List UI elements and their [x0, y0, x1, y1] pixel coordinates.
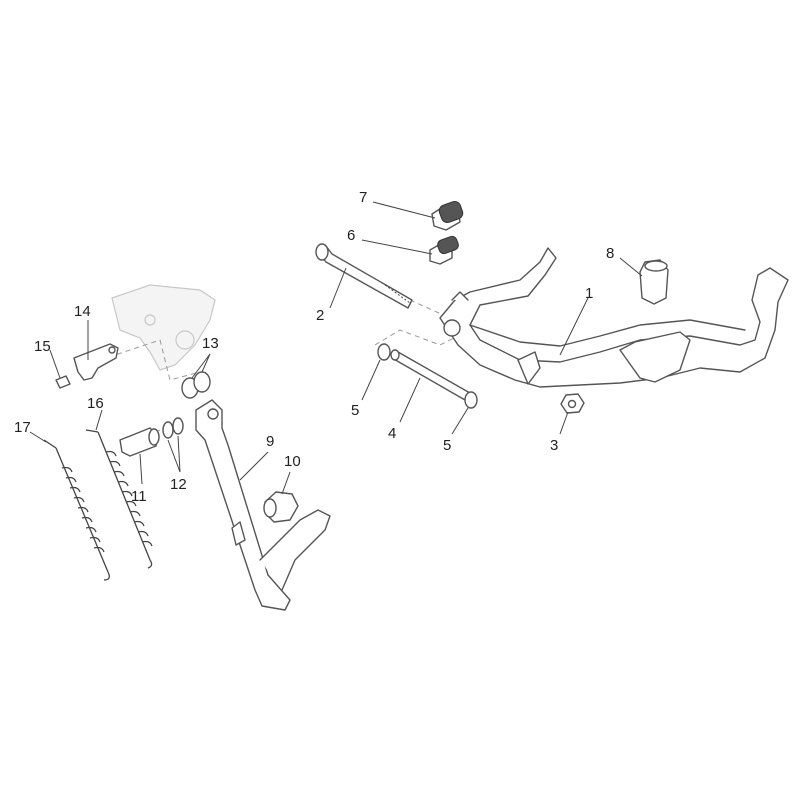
part-3-nut: [560, 393, 585, 414]
label-15: 15: [34, 338, 51, 355]
label-11: 11: [131, 488, 147, 505]
part-9-side-stand: [195, 399, 331, 611]
label-16: 16: [87, 395, 104, 412]
part-2-long-bolt: [315, 243, 413, 309]
part-4-pin: [390, 349, 471, 401]
label-3: 3: [550, 437, 558, 454]
part-17-spring: [43, 439, 110, 581]
label-7: 7: [359, 189, 367, 206]
label-5-right: 5: [443, 437, 451, 454]
label-14: 14: [74, 303, 91, 320]
part-15-screw: [55, 375, 71, 389]
part-16-spring: [85, 429, 153, 569]
label-8: 8: [606, 245, 614, 262]
label-17: 17: [14, 419, 31, 436]
part-5-washers: [377, 343, 478, 409]
label-1: 1: [585, 285, 593, 302]
label-2: 2: [316, 307, 324, 324]
label-13: 13: [202, 335, 219, 352]
part-6-spring-bracket: [429, 235, 459, 265]
label-6: 6: [347, 227, 355, 244]
label-12: 12: [170, 476, 187, 493]
label-9: 9: [266, 433, 274, 450]
part-7-spring-bracket: [431, 200, 464, 231]
part-14-bracket: [73, 343, 119, 381]
part-10-buffer: [263, 491, 299, 523]
label-10: 10: [284, 453, 301, 470]
leader-lines: [29, 201, 643, 495]
frame-bracket-ghost: [111, 284, 216, 371]
part-8-rubber-buffer: [639, 259, 669, 305]
label-4: 4: [388, 425, 396, 442]
part-12-o-rings: [162, 417, 184, 439]
part-1-center-stand: [439, 247, 789, 388]
label-5-left: 5: [351, 402, 359, 419]
part-11-bushing: [119, 427, 160, 457]
part-number-labels: 7 6 8 2 1 14 15 13 5 4 5 3 16 17 12 11 9…: [14, 189, 614, 505]
